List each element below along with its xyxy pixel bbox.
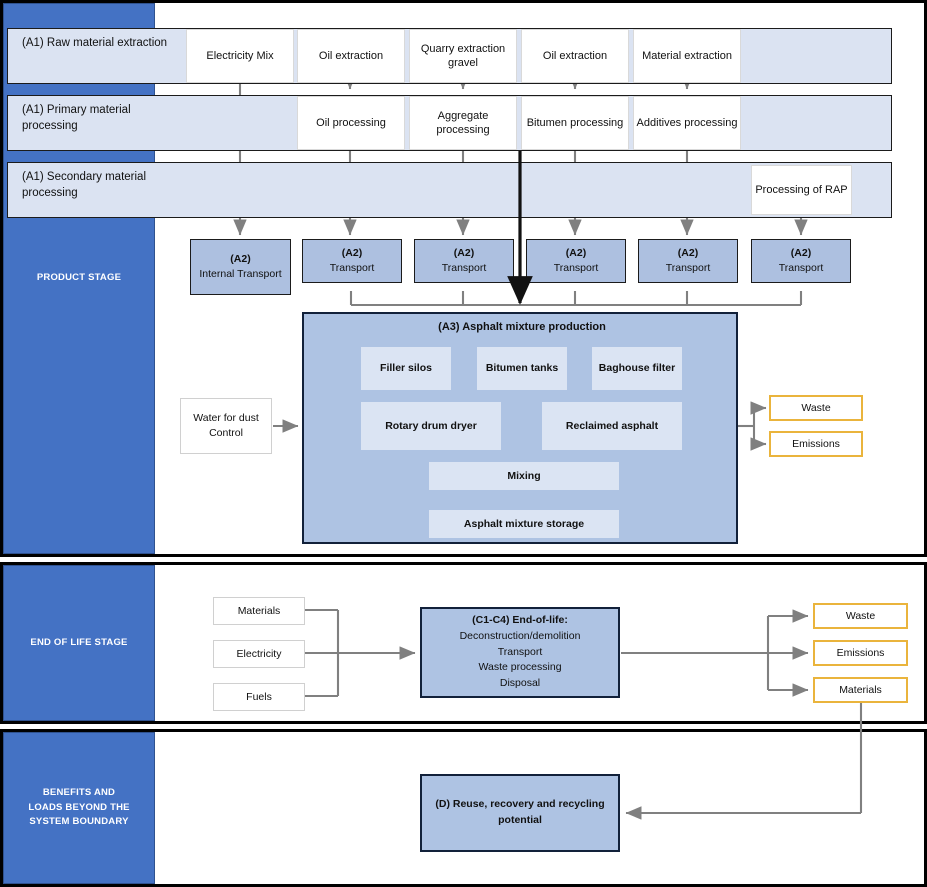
node-bitumen-processing-label: Bitumen processing: [526, 116, 624, 129]
unit-reclaimed-asphalt-label: Reclaimed asphalt: [565, 419, 659, 432]
outcome-emissions-production[interactable]: Emissions: [769, 431, 863, 457]
node-quarry-extraction-gravel-label: Quarry extraction gravel: [420, 42, 506, 69]
outcome-materials-eol-label: Materials: [839, 684, 882, 696]
unit-mixing-label: Mixing: [507, 469, 541, 482]
eol-process-line-1: Deconstruction/demolition: [459, 629, 581, 642]
node-reuse-recovery-recycling-label: (D) Reuse, recovery and recycling potent…: [435, 798, 605, 826]
band-raw-label: (A1) Raw material extraction: [22, 37, 168, 49]
production-title: (A3) Asphalt mixture production: [438, 321, 606, 333]
unit-asphalt-mixture-storage[interactable]: Asphalt mixture storage: [429, 510, 619, 538]
node-internal-transport-label: Internal Transport: [199, 268, 282, 280]
unit-mixing[interactable]: Mixing: [429, 462, 619, 490]
node-quarry-extraction-gravel[interactable]: Quarry extraction gravel: [409, 29, 517, 83]
node-transport-2[interactable]: (A2) Transport: [414, 239, 514, 283]
eol-input-materials-label: Materials: [237, 604, 281, 617]
node-electricity-mix-label: Electricity Mix: [206, 49, 274, 62]
node-bitumen-processing[interactable]: Bitumen processing: [521, 96, 629, 150]
node-internal-transport-code: (A2): [230, 252, 251, 265]
node-oil-processing-label: Oil processing: [316, 116, 386, 129]
stage-label-product-text: PRODUCT STAGE: [36, 272, 122, 284]
unit-reclaimed-asphalt[interactable]: Reclaimed asphalt: [542, 402, 682, 450]
eol-input-electricity-label: Electricity: [236, 647, 282, 660]
stage-label-end-of-life: END OF LIFE STAGE: [3, 565, 155, 721]
outcome-emissions-eol[interactable]: Emissions: [813, 640, 908, 666]
node-end-of-life-process[interactable]: (C1-C4) End-of-life: Deconstruction/demo…: [420, 607, 620, 698]
outcome-emissions-eol-label: Emissions: [836, 647, 885, 659]
unit-asphalt-mixture-storage-label: Asphalt mixture storage: [463, 517, 585, 530]
unit-baghouse-filter[interactable]: Baghouse filter: [592, 347, 682, 390]
node-reuse-recovery-recycling[interactable]: (D) Reuse, recovery and recycling potent…: [420, 774, 620, 852]
node-transport-1-code: (A2): [341, 246, 363, 259]
node-processing-of-rap[interactable]: Processing of RAP: [751, 165, 852, 215]
eol-input-materials[interactable]: Materials: [213, 597, 305, 625]
node-asphalt-mixture-production[interactable]: (A3) Asphalt mixture production Filler s…: [302, 312, 738, 544]
eol-process-line-2: Transport: [497, 645, 543, 658]
node-transport-2-label: Transport: [441, 262, 487, 274]
eol-process-line-4: Disposal: [499, 677, 541, 690]
unit-bitumen-tanks-label: Bitumen tanks: [485, 362, 559, 375]
unit-rotary-drum-dryer-label: Rotary drum dryer: [385, 419, 477, 432]
unit-bitumen-tanks[interactable]: Bitumen tanks: [477, 347, 567, 390]
node-transport-3-label: Transport: [553, 262, 599, 274]
node-transport-1[interactable]: (A2) Transport: [302, 239, 402, 283]
node-oil-extraction-1[interactable]: Oil extraction: [297, 29, 405, 83]
stage-label-benefits: BENEFITS AND LOADS BEYOND THE SYSTEM BOU…: [3, 732, 155, 884]
node-transport-4-code: (A2): [677, 246, 699, 259]
eol-input-fuels[interactable]: Fuels: [213, 683, 305, 711]
unit-filler-silos-label: Filler silos: [380, 362, 432, 375]
node-electricity-mix[interactable]: Electricity Mix: [186, 29, 294, 83]
node-water-for-dust-control[interactable]: Water for dust Control: [180, 398, 272, 454]
stage-label-end-of-life-text: END OF LIFE STAGE: [30, 636, 128, 648]
node-transport-4-label: Transport: [665, 262, 711, 274]
node-oil-extraction-2[interactable]: Oil extraction: [521, 29, 629, 83]
outcome-waste-eol-label: Waste: [845, 610, 876, 622]
node-transport-5-code: (A2): [790, 246, 812, 259]
eol-process-line-3: Waste processing: [478, 661, 562, 674]
stage-label-benefits-text: BENEFITS AND LOADS BEYOND THE SYSTEM BOU…: [28, 786, 130, 828]
node-aggregate-processing[interactable]: Aggregate processing: [409, 96, 517, 150]
node-transport-4[interactable]: (A2) Transport: [638, 239, 738, 283]
band-primary-label: (A1) Primary material processing: [22, 104, 131, 132]
node-transport-1-label: Transport: [329, 262, 375, 274]
outcome-waste-eol[interactable]: Waste: [813, 603, 908, 629]
unit-rotary-drum-dryer[interactable]: Rotary drum dryer: [361, 402, 501, 450]
node-transport-2-code: (A2): [453, 246, 475, 259]
outcome-waste-production-label: Waste: [801, 402, 831, 414]
node-transport-3-code: (A2): [565, 246, 587, 259]
band-secondary-material-processing: (A1) Secondary material processing: [7, 162, 892, 218]
node-additives-processing[interactable]: Additives processing: [633, 96, 741, 150]
eol-input-fuels-label: Fuels: [246, 690, 272, 703]
stage-label-product: PRODUCT STAGE: [3, 3, 155, 554]
outcome-emissions-production-label: Emissions: [792, 438, 840, 450]
outcome-waste-production[interactable]: Waste: [769, 395, 863, 421]
node-oil-processing[interactable]: Oil processing: [297, 96, 405, 150]
unit-baghouse-filter-label: Baghouse filter: [598, 362, 676, 375]
node-processing-of-rap-label: Processing of RAP: [755, 183, 848, 196]
node-water-for-dust-control-label: Water for dust Control: [193, 412, 259, 439]
node-transport-5-label: Transport: [778, 262, 824, 274]
unit-filler-silos[interactable]: Filler silos: [361, 347, 451, 390]
node-aggregate-processing-label: Aggregate processing: [436, 109, 490, 136]
eol-input-electricity[interactable]: Electricity: [213, 640, 305, 668]
node-additives-processing-label: Additives processing: [636, 116, 738, 129]
node-transport-5[interactable]: (A2) Transport: [751, 239, 851, 283]
eol-process-heading: (C1-C4) End-of-life:: [472, 614, 568, 627]
node-oil-extraction-1-label: Oil extraction: [318, 49, 384, 62]
node-material-extraction[interactable]: Material extraction: [633, 29, 741, 83]
node-oil-extraction-2-label: Oil extraction: [542, 49, 608, 62]
node-transport-3[interactable]: (A2) Transport: [526, 239, 626, 283]
band-secondary-label: (A1) Secondary material processing: [22, 171, 146, 199]
node-material-extraction-label: Material extraction: [642, 49, 732, 62]
node-internal-transport[interactable]: (A2) Internal Transport: [190, 239, 291, 295]
outcome-materials-eol[interactable]: Materials: [813, 677, 908, 703]
